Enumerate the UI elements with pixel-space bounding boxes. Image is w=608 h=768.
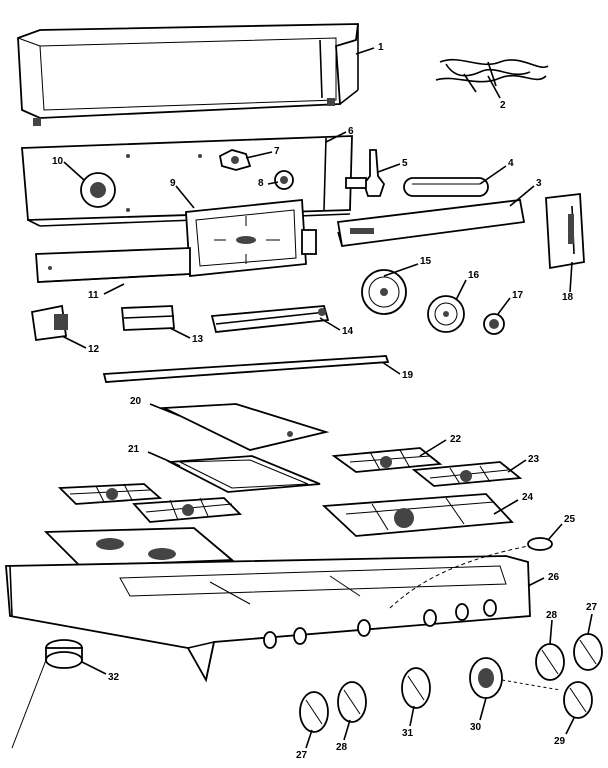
part-26-range-top	[5, 545, 531, 683]
part-25-spark-igniter	[527, 537, 553, 551]
callout-12: 12	[88, 344, 100, 355]
part-17-knob	[483, 313, 505, 335]
part-23-burner-grate	[411, 461, 523, 487]
callout-15: 15	[420, 256, 432, 267]
callout-7: 7	[274, 146, 280, 157]
part-19-rod	[102, 355, 390, 383]
callout-27-right: 27	[586, 602, 598, 613]
callout-4: 4	[508, 158, 514, 169]
callout-27-front: 27	[296, 750, 308, 761]
callout-labels: 1 2 3 4 5 6 7 8 9 10 11 12 13 14 15 16 1…	[52, 42, 598, 761]
part-14-channel	[210, 305, 330, 333]
callout-6: 6	[348, 126, 354, 137]
part-13-receptacle	[121, 305, 175, 331]
part-1-backguard-housing	[17, 23, 360, 126]
leader-lines	[61, 47, 593, 749]
callout-1: 1	[378, 42, 384, 53]
grate-left-rear	[57, 483, 163, 505]
callout-5: 5	[402, 158, 408, 169]
part-12-switch	[30, 304, 68, 342]
callout-26: 26	[548, 572, 560, 583]
callout-31: 31	[402, 728, 414, 739]
part-20-top-panel	[160, 403, 330, 451]
part-9-clock-timer	[185, 199, 317, 277]
grate-left-mid	[132, 497, 242, 523]
callout-8: 8	[258, 178, 264, 189]
callout-28-right: 28	[546, 610, 558, 621]
callout-11: 11	[88, 290, 99, 301]
callout-29: 29	[554, 736, 566, 747]
knob-28-right	[535, 643, 565, 681]
callout-32: 32	[108, 672, 120, 683]
knob-27-right	[573, 633, 603, 671]
callout-19: 19	[402, 370, 414, 381]
part-11-trim-strip	[35, 247, 191, 283]
part-2-wire-harness	[435, 58, 549, 93]
callout-14: 14	[342, 326, 354, 337]
part-22-burner-grate	[331, 447, 443, 473]
callout-23: 23	[528, 454, 540, 465]
knob-28-front	[337, 681, 367, 723]
callout-3: 3	[536, 178, 542, 189]
part-21-burner-cover-plate	[166, 455, 321, 493]
callout-24: 24	[522, 492, 534, 503]
knob-30-dial	[469, 657, 503, 699]
callout-30: 30	[470, 722, 482, 733]
callout-20: 20	[130, 396, 142, 407]
part-5-valve	[345, 149, 386, 197]
part-24-burner-grate	[321, 493, 514, 537]
callout-18: 18	[562, 292, 574, 303]
knob-29	[563, 681, 593, 719]
callout-9: 9	[170, 178, 176, 189]
callout-21: 21	[128, 444, 140, 455]
knob-31	[401, 667, 431, 709]
callout-16: 16	[468, 270, 480, 281]
part-7-bracket	[218, 149, 252, 171]
part-18-side-bracket	[545, 192, 585, 270]
callout-13: 13	[192, 334, 204, 345]
part-16-temperature-dial	[427, 295, 465, 333]
callout-10: 10	[52, 156, 64, 167]
callout-17: 17	[512, 290, 524, 301]
part-4-light-tube	[403, 177, 489, 197]
callout-25: 25	[564, 514, 576, 525]
part-3-bracket-bar	[336, 199, 526, 248]
callout-28-front: 28	[336, 742, 348, 753]
callout-2: 2	[500, 100, 506, 111]
burner-tray-left	[43, 527, 235, 567]
knob-27-front	[299, 691, 329, 733]
part-15-clock-dial	[361, 269, 407, 315]
part-32-burner-cap	[45, 639, 83, 669]
part-6-control-back-panel	[21, 135, 353, 227]
callout-22: 22	[450, 434, 462, 445]
part-8-clock-knob	[274, 170, 294, 190]
